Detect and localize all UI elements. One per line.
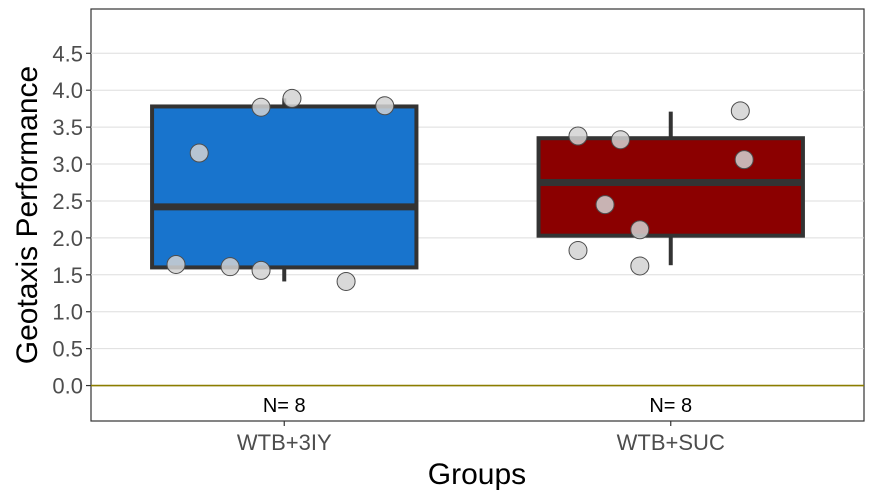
data-point	[611, 130, 631, 150]
data-point	[630, 220, 650, 240]
data-point	[282, 88, 302, 108]
y-tick-label: 1.0	[52, 300, 83, 325]
y-tick-label: 1.5	[52, 263, 83, 288]
y-tick-label: 3.5	[52, 115, 83, 140]
data-point	[336, 271, 356, 291]
n-labels: N= 8 N= 8	[263, 395, 692, 417]
y-tick-label: 4.5	[52, 41, 83, 66]
y-axis-title: Geotaxis Performance	[11, 66, 44, 364]
data-points	[166, 88, 754, 291]
data-point	[730, 101, 750, 121]
y-tick-label: 2.0	[52, 226, 83, 251]
data-point	[630, 256, 650, 276]
data-point	[375, 96, 395, 116]
x-axis-title: Groups	[428, 458, 526, 491]
y-tick-label: 3.0	[52, 152, 83, 177]
data-point	[251, 97, 271, 117]
data-point	[568, 126, 588, 146]
y-tick-label: 0.5	[52, 337, 83, 362]
data-point	[734, 150, 754, 170]
data-point	[595, 195, 615, 215]
y-tick-label: 0.0	[52, 374, 83, 399]
data-point	[568, 240, 588, 260]
y-axis-ticks: 0.0 0.5 1.0 1.5 2.0 2.5 3.0 3.5 4.0 4.5	[52, 41, 91, 399]
y-tick-label: 4.0	[52, 78, 83, 103]
data-point	[251, 260, 271, 280]
y-tick-label: 2.5	[52, 189, 83, 214]
data-point	[189, 143, 209, 163]
data-point	[220, 257, 240, 277]
n-count-label: N= 8	[263, 395, 306, 417]
box-2	[536, 136, 805, 238]
x-tick-label: WTB+3IY	[237, 430, 332, 455]
boxes	[150, 98, 805, 282]
x-axis-ticks: WTB+3IY WTB+SUC	[237, 421, 725, 455]
n-count-label: N= 8	[649, 395, 692, 417]
box-1	[150, 104, 419, 270]
data-point	[166, 254, 186, 274]
x-tick-label: WTB+SUC	[617, 430, 725, 455]
